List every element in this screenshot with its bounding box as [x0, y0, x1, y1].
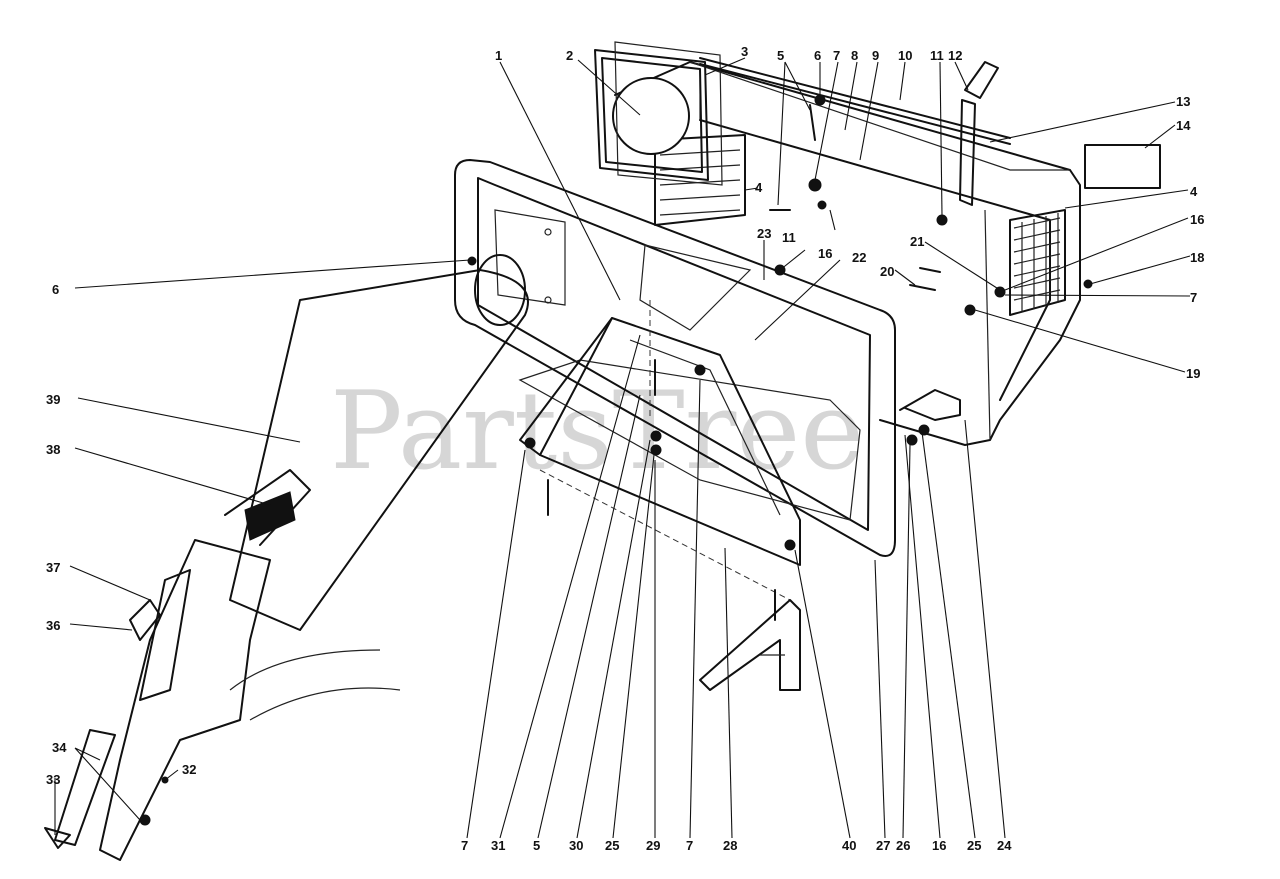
hardware — [44, 94, 1093, 849]
callout-31: 31 — [491, 838, 505, 853]
callout-32: 32 — [182, 762, 196, 777]
callout-9: 9 — [872, 48, 879, 63]
discharge-tube — [224, 254, 529, 631]
callout-11: 11 — [782, 230, 796, 245]
gasket-plate — [594, 41, 723, 186]
front-frame — [454, 159, 896, 557]
callout-38: 38 — [46, 442, 60, 457]
callout-21: 21 — [910, 234, 924, 249]
side-screen — [1009, 209, 1066, 316]
callout-22: 22 — [852, 250, 866, 265]
callout-12: 12 — [948, 48, 962, 63]
callout-36: 36 — [46, 618, 60, 633]
callout-26: 26 — [896, 838, 910, 853]
callout-6: 6 — [814, 48, 821, 63]
callout-4: 4 — [755, 180, 763, 195]
callout-19: 19 — [1186, 366, 1200, 381]
callout-10: 10 — [898, 48, 912, 63]
callout-20: 20 — [880, 264, 894, 279]
handle-grip — [959, 61, 999, 206]
callout-30: 30 — [569, 838, 583, 853]
callout-5: 5 — [777, 48, 784, 63]
callout-16: 16 — [818, 246, 832, 261]
callout-28: 28 — [723, 838, 737, 853]
partstree-watermark: PartsTree — [330, 369, 864, 494]
callout-11: 11 — [930, 48, 944, 63]
callout-6: 6 — [52, 282, 59, 297]
leader-lines — [54, 57, 1191, 839]
discharge-chute — [54, 539, 401, 861]
callout-7: 7 — [833, 48, 840, 63]
callout-16: 16 — [1190, 212, 1204, 227]
callout-1: 1 — [495, 48, 502, 63]
decal-plate — [1084, 144, 1161, 189]
callout-18: 18 — [1190, 250, 1204, 265]
callout-14: 14 — [1176, 118, 1191, 133]
callout-16: 16 — [932, 838, 946, 853]
callout-40: 40 — [842, 838, 856, 853]
mounting-bracket — [519, 300, 801, 601]
callout-33: 33 — [46, 772, 60, 787]
callout-7: 7 — [1190, 290, 1197, 305]
floor-bracket — [699, 599, 801, 691]
callout-25: 25 — [605, 838, 619, 853]
callout-27: 27 — [876, 838, 890, 853]
rear-housing — [614, 61, 1161, 446]
callout-2: 2 — [566, 48, 573, 63]
callout-37: 37 — [46, 560, 60, 575]
callout-numbers: 1 2 3 5 6 7 8 9 10 11 12 13 14 4 4 16 18… — [46, 44, 1204, 853]
callout-29: 29 — [646, 838, 660, 853]
callout-34: 34 — [52, 740, 67, 755]
lift-rod — [699, 57, 1011, 145]
callout-13: 13 — [1176, 94, 1190, 109]
callout-25: 25 — [967, 838, 981, 853]
callout-4: 4 — [1190, 184, 1198, 199]
callout-24: 24 — [997, 838, 1012, 853]
callout-39: 39 — [46, 392, 60, 407]
callout-8: 8 — [851, 48, 858, 63]
callout-7: 7 — [686, 838, 693, 853]
callout-5: 5 — [533, 838, 540, 853]
lift-handle — [899, 389, 961, 421]
callout-7: 7 — [461, 838, 468, 853]
callout-3: 3 — [741, 44, 748, 59]
callout-23: 23 — [757, 226, 771, 241]
